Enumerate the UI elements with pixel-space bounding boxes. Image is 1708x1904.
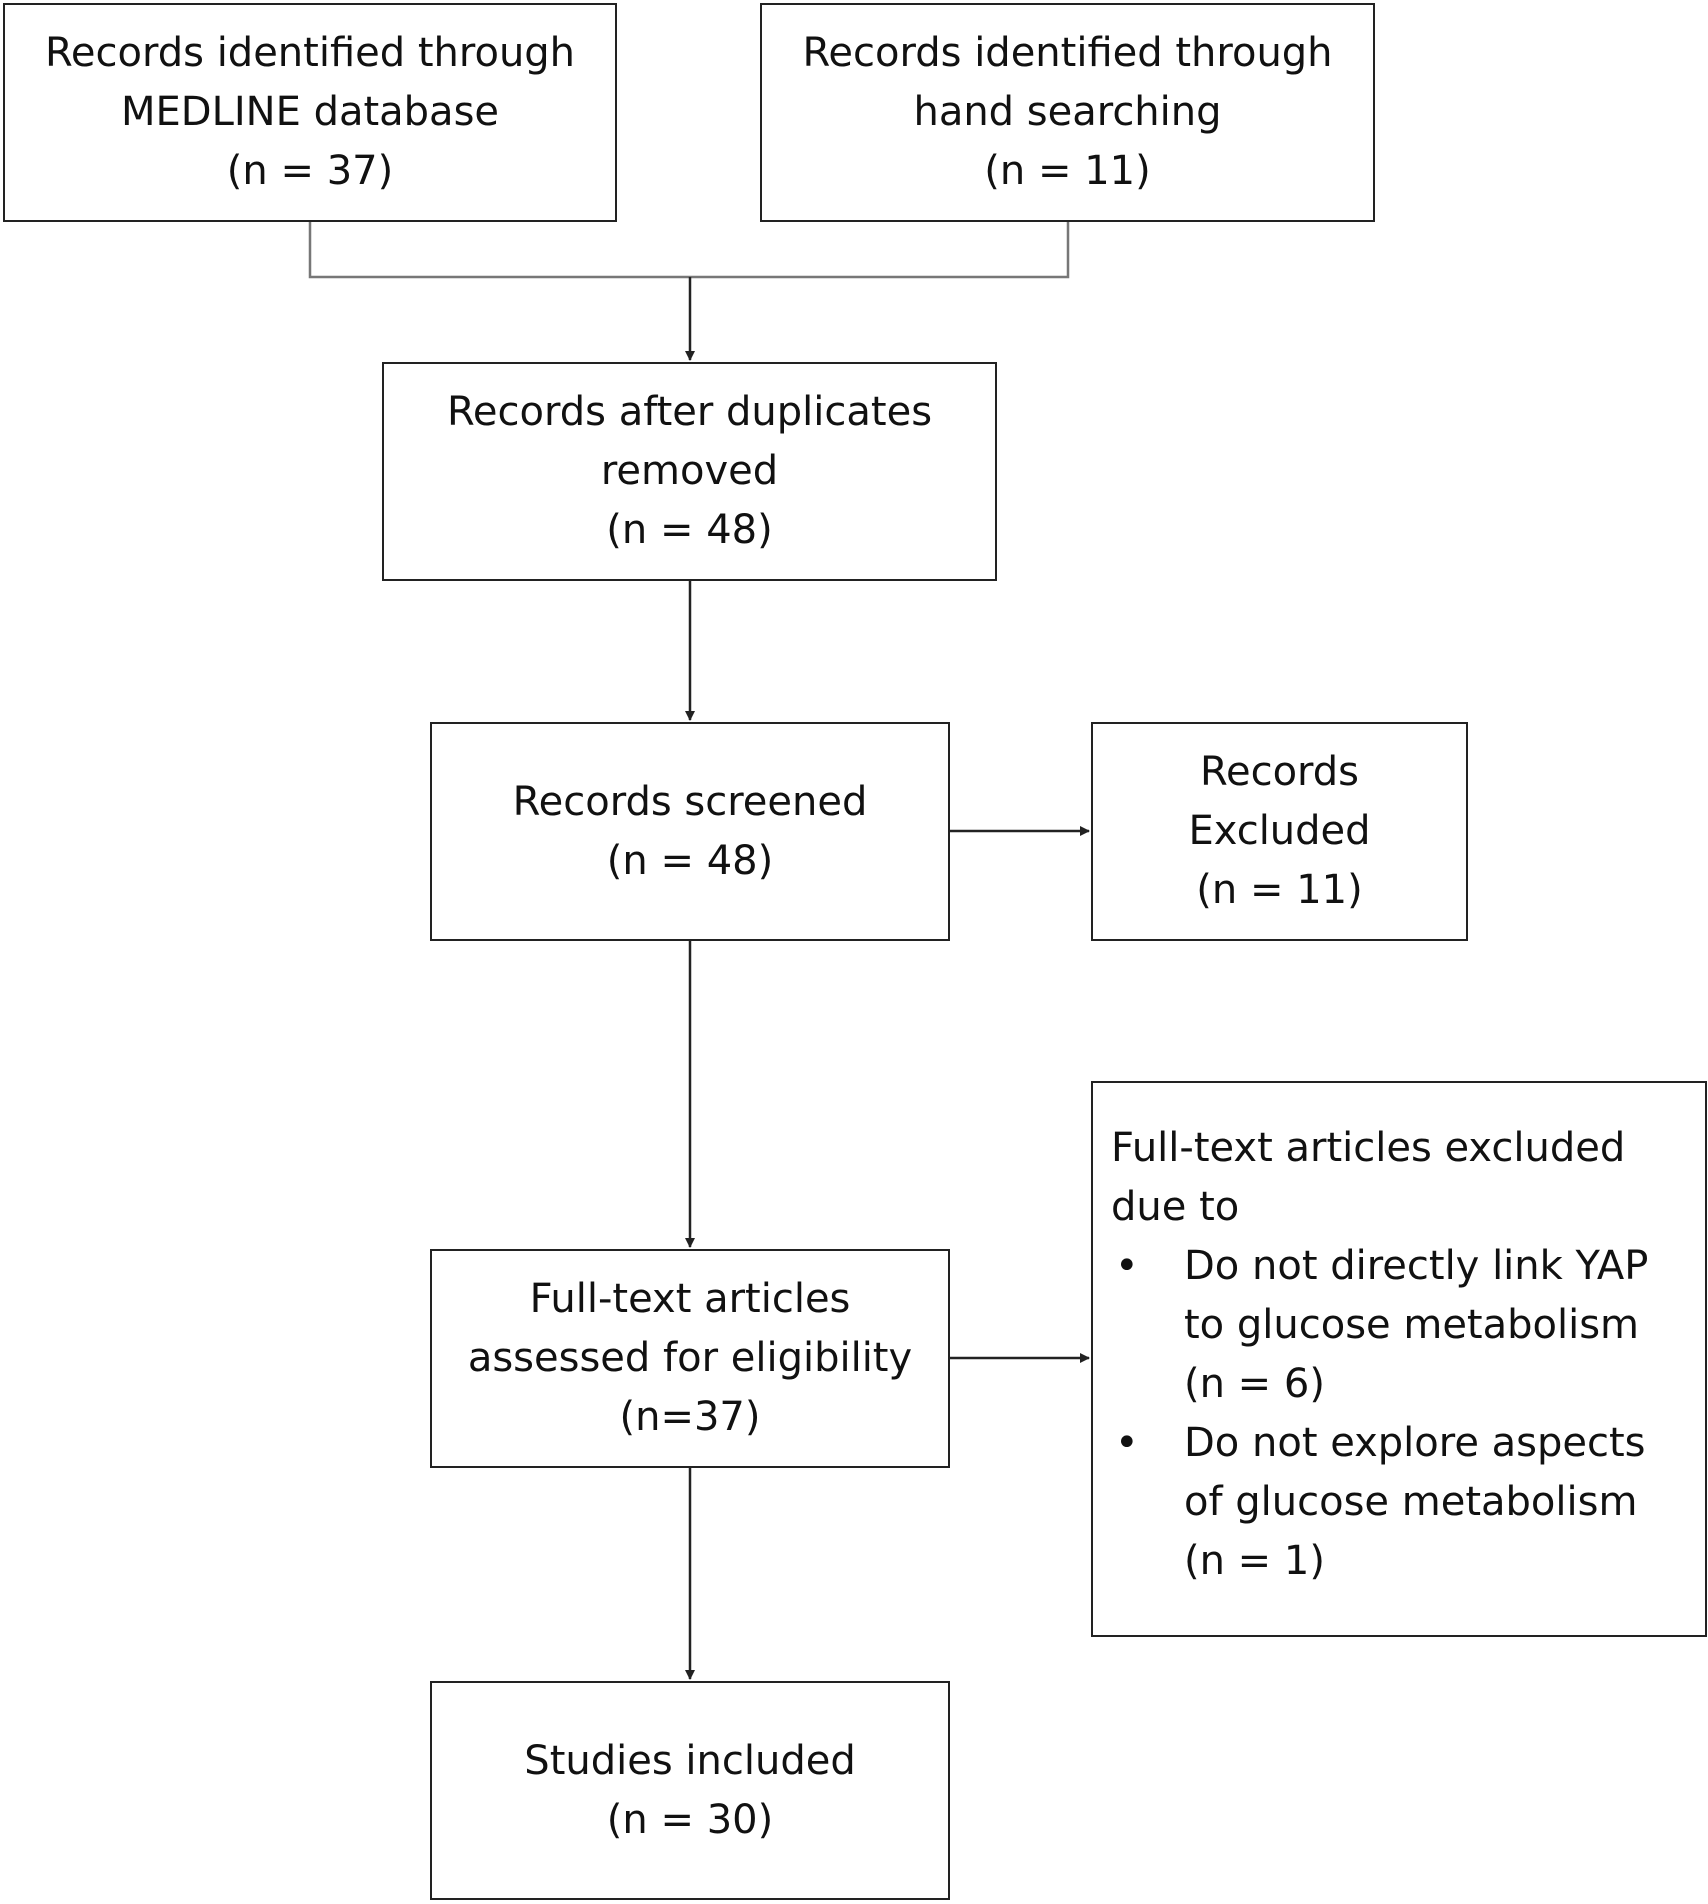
medline-line2: MEDLINE database bbox=[120, 89, 500, 135]
bullet-icon: • bbox=[1115, 1243, 1139, 1289]
merge-connector bbox=[308, 222, 1070, 279]
exclusion-reason: • Do not explore aspects of glucose meta… bbox=[1111, 1414, 1654, 1591]
medline-records-box: Records identified through MEDLINE datab… bbox=[3, 3, 617, 222]
screened-count: (n = 48) bbox=[606, 837, 774, 884]
exclusion-reason-text: Do not explore aspects of glucose metabo… bbox=[1184, 1420, 1646, 1525]
fulltext-count: (n=37) bbox=[619, 1394, 761, 1440]
records-screened-box: Records screened (n = 48) bbox=[430, 722, 950, 941]
exclusion-reason: • Do not directly link YAP to glucose me… bbox=[1111, 1237, 1654, 1414]
fulltext-excluded-title: Full-text articles excluded due to bbox=[1111, 1125, 1626, 1230]
hand-line1: Records identified through bbox=[802, 30, 1333, 76]
duplicates-line2: removed bbox=[600, 448, 779, 494]
excluded-line1: Records bbox=[1199, 749, 1360, 795]
exclusion-reasons-list: • Do not directly link YAP to glucose me… bbox=[1111, 1237, 1654, 1591]
duplicates-removed-box: Records after duplicates removed (n = 48… bbox=[382, 362, 997, 581]
medline-count: (n = 37) bbox=[226, 148, 394, 194]
exclusion-reason-text: Do not directly link YAP to glucose meta… bbox=[1184, 1243, 1649, 1348]
fulltext-excluded-box: Full-text articles excluded due to • Do … bbox=[1091, 1081, 1707, 1637]
fulltext-assessed-box: Full-text articles assessed for eligibil… bbox=[430, 1249, 950, 1468]
medline-line1: Records identified through bbox=[44, 30, 576, 76]
exclusion-reason-count: (n = 1) bbox=[1184, 1538, 1325, 1584]
hand-search-records-box: Records identified through hand searchin… bbox=[760, 3, 1375, 222]
studies-count: (n = 30) bbox=[606, 1796, 774, 1843]
fulltext-line1: Full-text articles bbox=[529, 1276, 851, 1322]
bullet-icon: • bbox=[1115, 1420, 1139, 1466]
excluded-line2: Excluded bbox=[1188, 808, 1371, 854]
exclusion-reason-count: (n = 6) bbox=[1184, 1361, 1325, 1407]
records-excluded-box: Records Excluded (n = 11) bbox=[1091, 722, 1468, 941]
screened-line1: Records screened bbox=[512, 778, 868, 825]
duplicates-line1: Records after duplicates bbox=[446, 389, 933, 435]
fulltext-line2: assessed for eligibility bbox=[467, 1335, 913, 1381]
hand-line2: hand searching bbox=[913, 89, 1222, 135]
studies-included-box: Studies included (n = 30) bbox=[430, 1681, 950, 1900]
excluded-count: (n = 11) bbox=[1196, 867, 1363, 913]
duplicates-count: (n = 48) bbox=[606, 507, 773, 553]
hand-count: (n = 11) bbox=[984, 148, 1151, 194]
studies-line1: Studies included bbox=[524, 1737, 856, 1784]
